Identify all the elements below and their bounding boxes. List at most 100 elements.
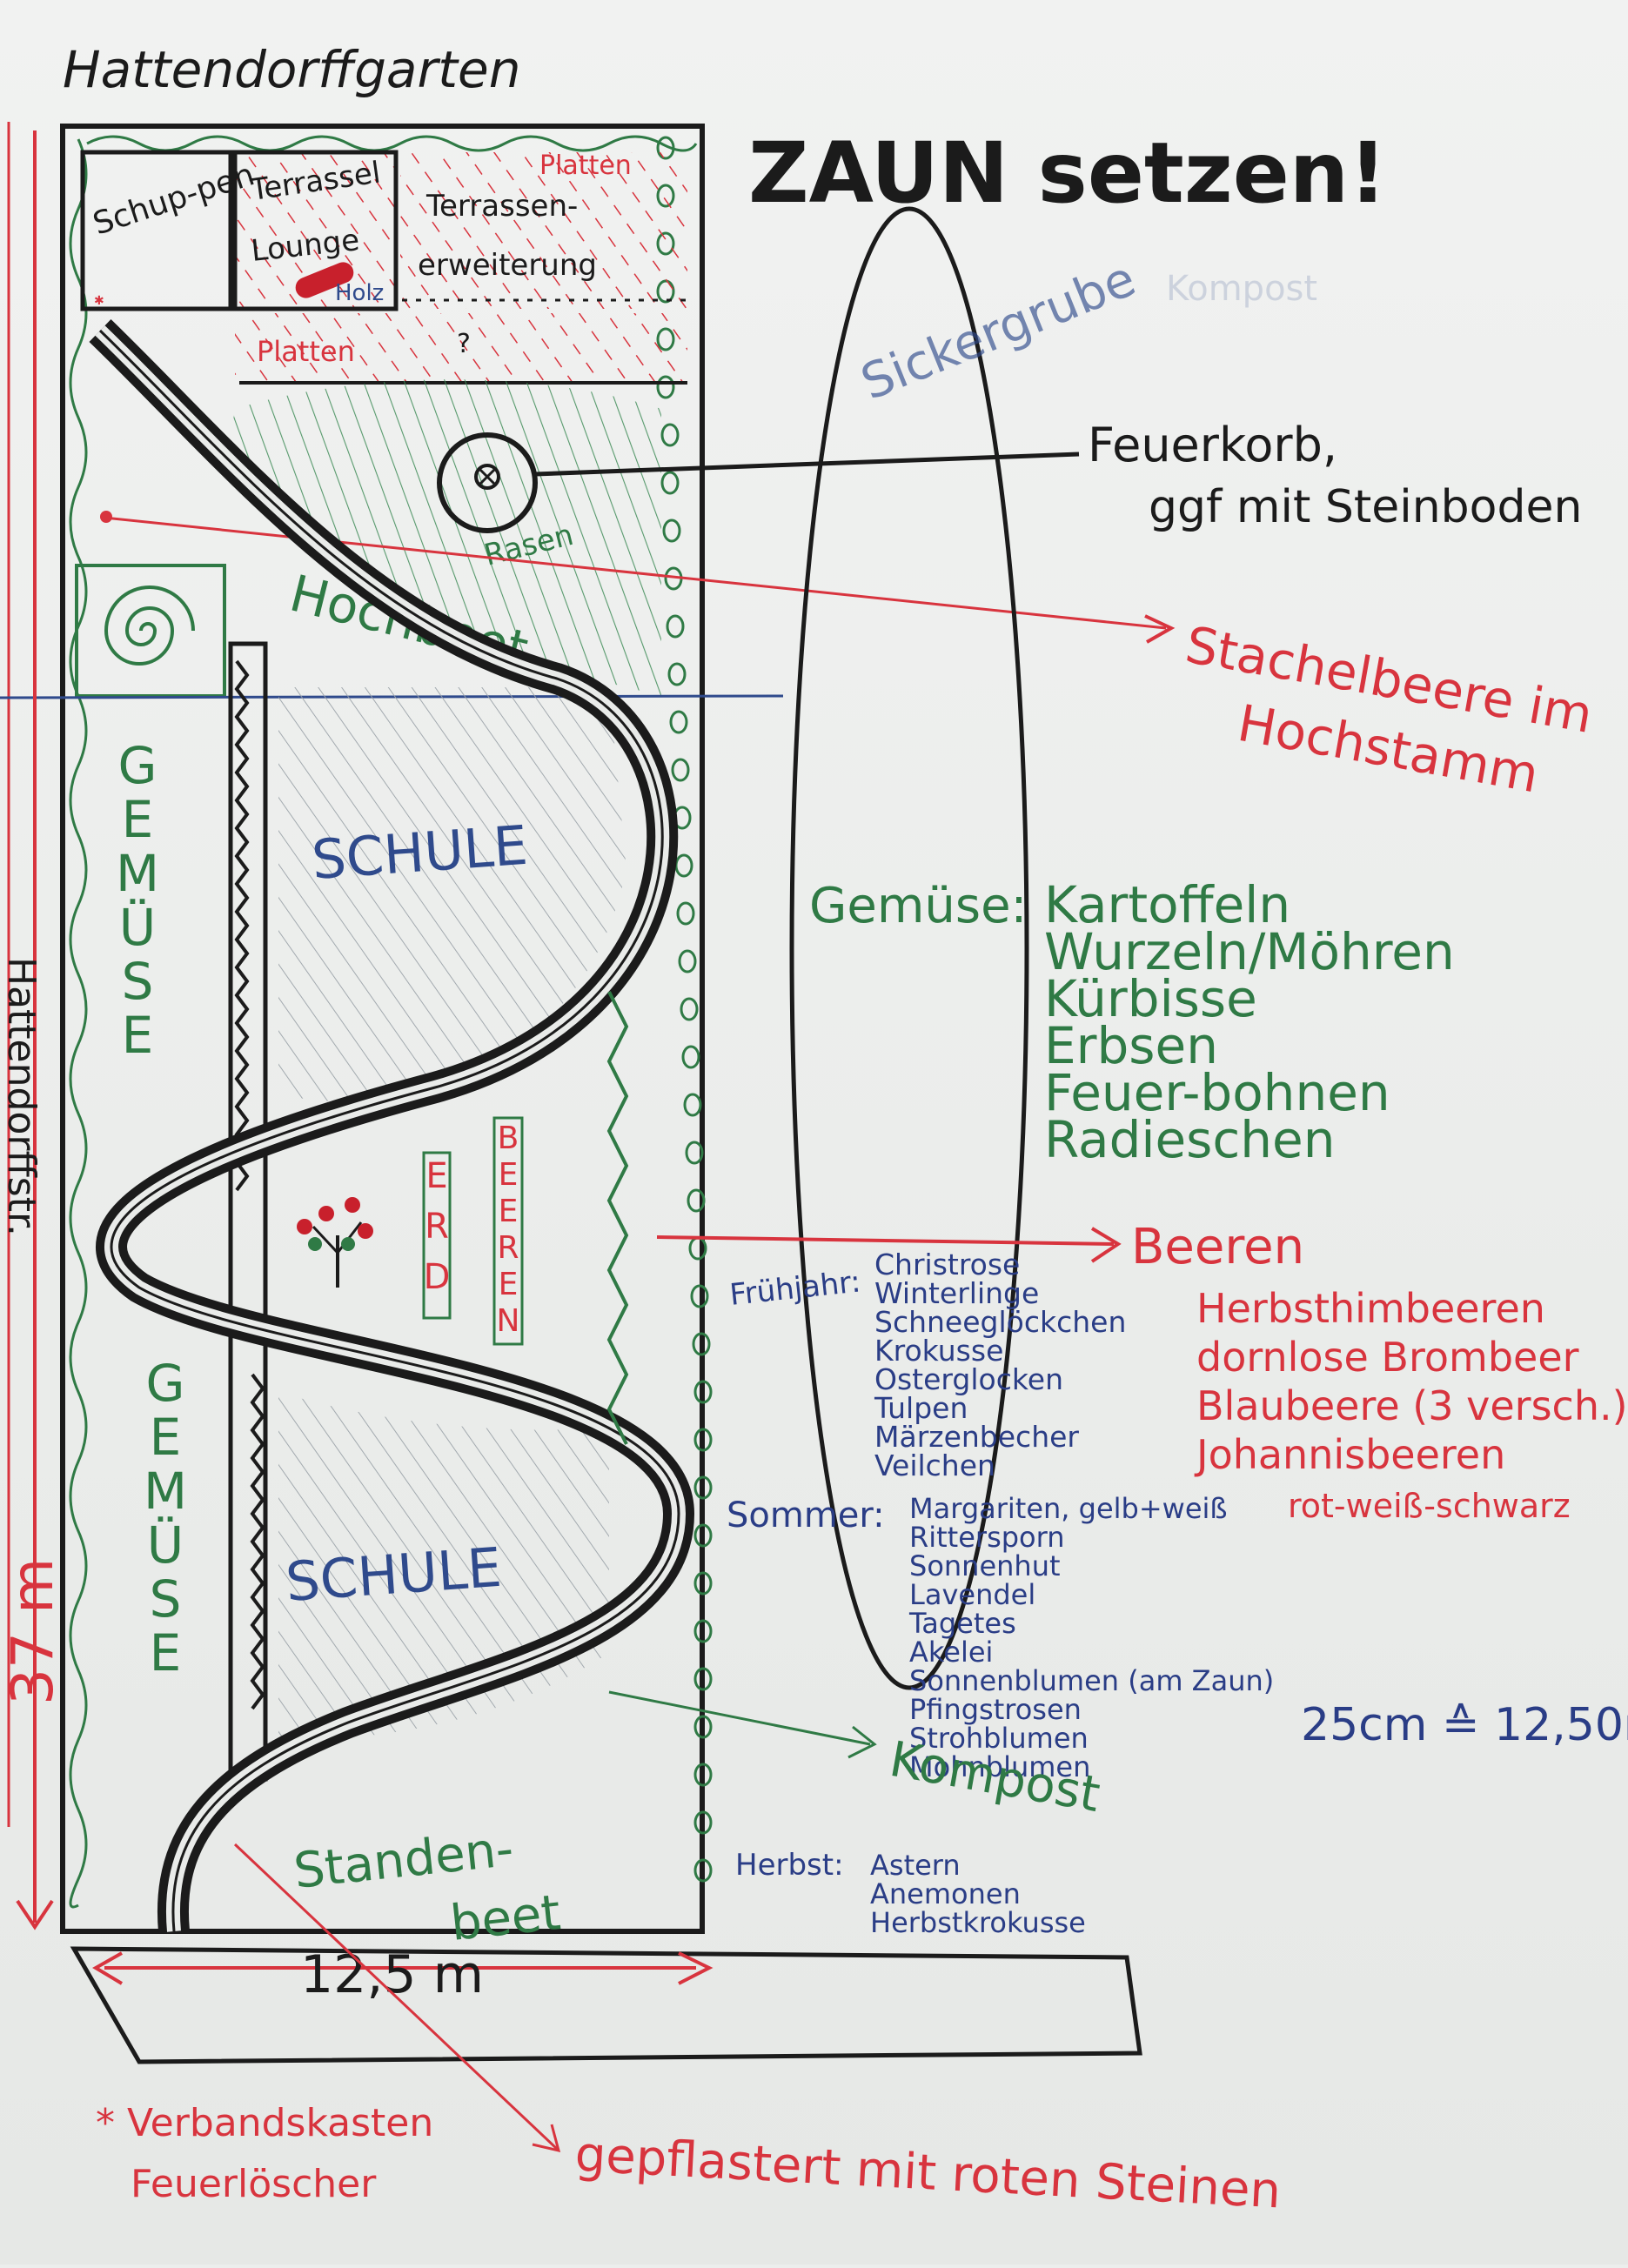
berries-item: dornlose Brombeer (1196, 1334, 1579, 1381)
summer-heading: Sommer: (727, 1495, 885, 1535)
fire-pit (437, 432, 538, 533)
summer-item: Sonnenblumen (am Zaun) (909, 1664, 1274, 1697)
beeren-letter: R (497, 1230, 519, 1266)
erd-letter: R (425, 1207, 449, 1247)
gemuese-1-letter: M (116, 844, 159, 903)
summer-item: Tagetes (908, 1607, 1016, 1640)
spring-item: Krokusse (874, 1334, 1003, 1368)
spring-item: Winterlinge (874, 1276, 1039, 1310)
erd-bed (422, 1151, 452, 1320)
summer-item: Rittersporn (909, 1521, 1065, 1554)
spring-list: ChristroseWinterlingeSchneeglöckchenKrok… (874, 1248, 1126, 1482)
hedge-left (69, 138, 88, 1909)
berries-arrow (656, 1235, 1115, 1246)
platten-label-mid: Platten (257, 335, 355, 368)
autumn-item: Herbstkrokusse (870, 1906, 1086, 1939)
spring-item: Osterglocken (874, 1362, 1063, 1396)
seepage-pit-ghost: Kompost (1166, 269, 1317, 309)
fire-pit-leader (534, 452, 1080, 477)
erd-letter: D (424, 1257, 451, 1297)
gemuese-2-letter: E (150, 1623, 182, 1683)
spring-item: Märzenbecher (874, 1420, 1079, 1454)
seepage-pit (789, 206, 1029, 1690)
spring-item: Tulpen (874, 1391, 968, 1425)
gemuese-1-letter: E (122, 1006, 154, 1065)
standenbeet-label-1: Standen- (291, 1821, 516, 1900)
fire-pit-note-1: Feuerkorb, (1088, 418, 1337, 472)
standenbeet-label-2: beet (448, 1884, 564, 1952)
summer-item: Margariten, gelb+weiß (909, 1492, 1228, 1525)
seepage-pit-label: Sickergrube (854, 251, 1143, 411)
vegetables-item: Erbsen (1044, 1016, 1218, 1075)
berries-item: rot-weiß-schwarz (1288, 1487, 1571, 1525)
fire-pit-note-2: ggf mit Steinboden (1149, 481, 1582, 533)
footnote-line-1: * Verbandskasten (96, 2101, 433, 2145)
summer-item: Sonnenhut (909, 1549, 1061, 1582)
shed (80, 150, 233, 311)
vegetables-item: Wurzeln/Möhren (1044, 922, 1455, 981)
vegetables-item: Feuer-bohnen (1044, 1063, 1390, 1122)
summer-item: Akelei (909, 1636, 993, 1669)
beeren-letter: B (498, 1121, 519, 1156)
summer-item: Mohnblumen (909, 1750, 1090, 1783)
beeren-letter: E (499, 1157, 519, 1193)
footnote-line-2: Feuerlöscher (131, 2162, 377, 2206)
berries-heading: Beeren (1131, 1219, 1304, 1275)
gemuese-1-letter: S (122, 952, 154, 1011)
autumn-item: Astern (870, 1849, 961, 1882)
pavement-note: gepflastert mit roten Steinen (573, 2126, 1282, 2219)
beeren-letter: N (497, 1303, 520, 1339)
question-mark: ? (457, 329, 471, 359)
gemuese-2-letter: S (150, 1569, 182, 1629)
beeren-letter: E (499, 1267, 519, 1302)
gemuese-2-letter: Ü (147, 1515, 184, 1575)
fruit-tree-icon (297, 1197, 373, 1288)
summer-list: Margariten, gelb+weißRitterspornSonnenhu… (908, 1492, 1274, 1783)
terrace-extension (400, 152, 687, 309)
scale-note: 25cm ≙ 12,50m (1301, 1699, 1628, 1751)
extension-label-2: erweiterung (418, 248, 597, 283)
schule-label-1: SCHULE (310, 813, 530, 892)
page-title: Hattendorffgarten (63, 40, 520, 99)
wood-mark (295, 262, 354, 298)
stachelbeere-leader (104, 516, 1167, 630)
gemuese-1-letter: G (118, 736, 157, 795)
length-label: 37 m (0, 1558, 66, 1705)
gemuese-2-letter: E (150, 1408, 182, 1467)
gemuese-2-letter: G (146, 1354, 185, 1413)
berry-row (606, 991, 629, 1445)
vegetables-item: Kartoffeln (1044, 875, 1290, 934)
autumn-item: Anemonen (870, 1877, 1021, 1910)
gemuese-2-letter: M (144, 1462, 187, 1521)
summer-item: Pfingstrosen (909, 1693, 1082, 1726)
platten-label-top: Platten (539, 151, 632, 181)
headline-fence: ZAUN setzen! (748, 124, 1387, 222)
shed-asterisk: ✱ (94, 294, 104, 308)
berries-item: Johannisbeeren (1194, 1431, 1505, 1478)
spring-item: Christrose (874, 1248, 1020, 1281)
vegetables-heading: Gemüse: (809, 878, 1027, 934)
spring-item: Schneeglöckchen (874, 1305, 1126, 1339)
extension-label-1: Terrassen- (425, 189, 578, 224)
berries-item: Blaubeere (3 versch.) (1196, 1382, 1628, 1429)
berries-item: Herbsthimbeeren (1196, 1285, 1545, 1332)
autumn-heading: Herbst: (735, 1848, 844, 1883)
summer-item: Strohblumen (909, 1722, 1089, 1755)
holz-label: Holz (335, 280, 384, 306)
school-zone-1 (278, 687, 626, 1105)
lawn-area (233, 379, 661, 696)
gemuese-1-letter: E (122, 790, 154, 849)
paved-front (70, 1946, 1142, 2064)
beeren-letter: E (499, 1194, 519, 1229)
vegetables-item: Kürbisse (1044, 969, 1257, 1028)
paved-strip (235, 313, 687, 381)
spiral-icon (104, 585, 195, 666)
street-label: Hattendorffstr. (0, 957, 44, 1236)
hedge-top (86, 135, 698, 152)
